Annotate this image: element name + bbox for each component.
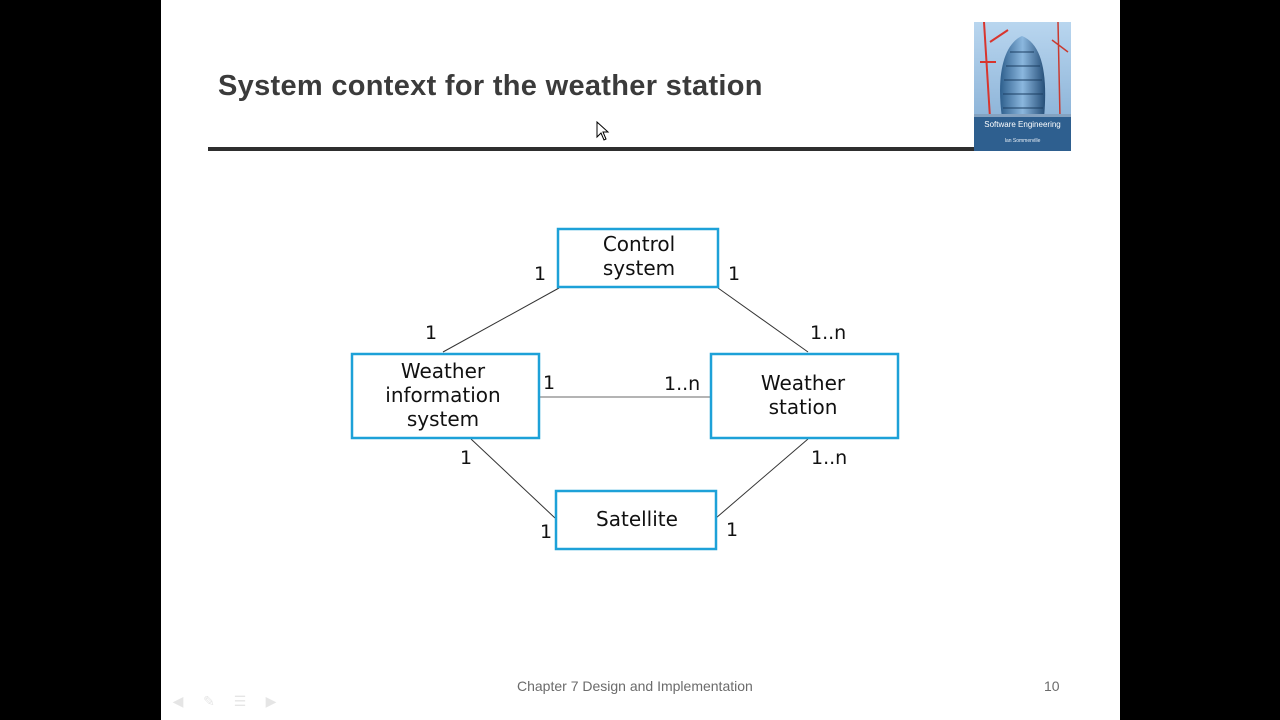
weather-station-box — [709, 352, 900, 440]
mult-satellite-right: 1 — [726, 519, 738, 541]
edge-wis-satellite — [470, 438, 556, 519]
node-weather-station: Weather station — [709, 352, 900, 440]
book-cover-image: Software Engineering Ian Sommerville — [974, 22, 1071, 151]
pen-icon[interactable]: ✎ — [203, 693, 215, 709]
menu-icon[interactable]: ☰ — [233, 693, 247, 709]
slideshow-controls: ◀ ✎ ☰ ▶ — [169, 692, 280, 710]
satellite-box — [554, 489, 718, 551]
mult-control-right: 1 — [728, 263, 740, 285]
mult-wis-bottom: 1 — [460, 447, 472, 469]
node-weather-information-system: Weather information system — [350, 352, 541, 440]
edge-wis-control — [442, 287, 560, 353]
next-slide-icon[interactable]: ▶ — [265, 693, 277, 709]
weather-information-system-label-3: system — [407, 407, 479, 431]
cover-illustration — [974, 22, 1071, 151]
node-control-system: Control system — [556, 227, 720, 289]
mouse-cursor-icon — [596, 121, 610, 141]
mult-wis-right: 1 — [543, 372, 555, 394]
weather-station-label-2: station — [769, 395, 838, 419]
control-system-label-2: system — [603, 256, 675, 280]
slide-title: System context for the weather station — [218, 70, 763, 102]
satellite-label: Satellite — [596, 507, 678, 531]
context-diagram: Control system Weather information syste… — [350, 227, 900, 551]
slide: System context for the weather station — [161, 0, 1120, 720]
prev-slide-icon[interactable]: ◀ — [172, 693, 184, 709]
cover-title: Software Engineering — [984, 120, 1061, 129]
weather-station-label-1: Weather — [761, 371, 846, 395]
control-system-label-1: Control — [603, 232, 675, 256]
edge-satellite-station — [715, 438, 809, 519]
control-system-box — [556, 227, 720, 289]
mult-station-left: 1..n — [664, 373, 700, 395]
mult-station-bottom: 1..n — [811, 447, 847, 469]
slide-page-number: 10 — [1044, 678, 1060, 694]
mult-station-top: 1..n — [810, 322, 846, 344]
node-satellite: Satellite — [554, 489, 718, 551]
weather-information-system-label-2: information — [385, 383, 500, 407]
title-underline — [208, 147, 974, 151]
edge-control-station — [717, 287, 809, 353]
weather-information-system-box — [350, 352, 541, 440]
mult-wis-top: 1 — [425, 322, 437, 344]
slide-footer: Chapter 7 Design and Implementation — [517, 678, 753, 694]
mult-satellite-left: 1 — [540, 521, 552, 543]
cover-author: Ian Sommerville — [1004, 138, 1041, 144]
weather-information-system-label-1: Weather — [401, 359, 486, 383]
mult-control-left: 1 — [534, 263, 546, 285]
